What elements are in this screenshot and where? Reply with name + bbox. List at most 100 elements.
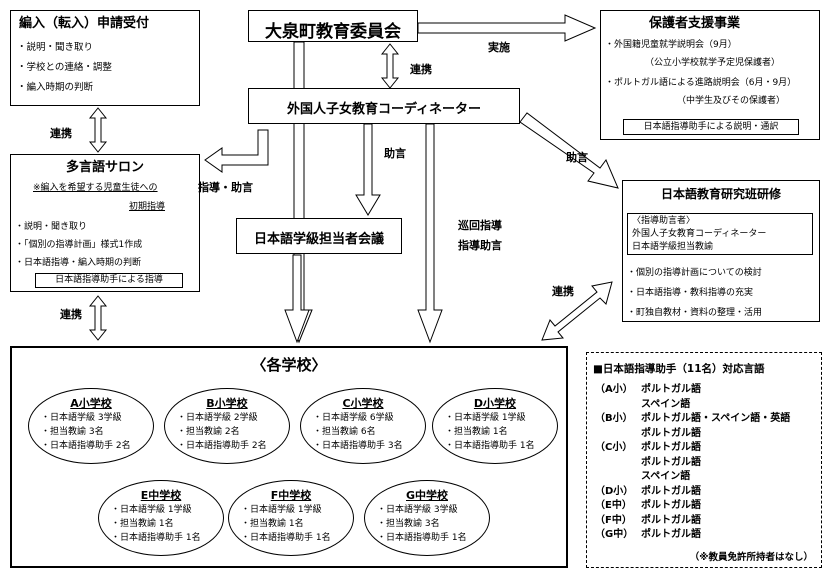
research-item: ・町独自教材・資料の整理・活用 (627, 308, 763, 318)
guardian-footer: 日本語指導助手による説明・通訳 (623, 119, 799, 135)
school-line: ・日本語指導助手 1名 (377, 533, 467, 543)
salon-footer: 日本語指導助手による指導 (35, 273, 183, 288)
school-line: ・担当教諭 3名 (41, 427, 104, 437)
research-advisor-box: 〈指導助言者〉 外国人子女教育コーディネーター 日本語学級担当教諭 (627, 213, 813, 255)
guardian-box: 保護者支援事業 ・外国籍児童就学説明会（9月） （公立小学校就学予定児保護者） … (600, 10, 820, 140)
research-item: ・個別の指導計画についての検討 (627, 268, 762, 278)
school-line: ・担当教諭 1名 (241, 519, 304, 529)
school-e: E中学校 ・日本語学級 1学級 ・担当教諭 1名 ・日本語指導助手 1名 (98, 480, 224, 556)
arrow-coordinator-to-schools (417, 123, 443, 344)
language-name: ポルトガル語 (641, 442, 701, 453)
schools-box: 〈各学校〉 A小学校 ・日本語学級 3学級 ・担当教諭 3名 ・日本語指導助手 … (10, 346, 568, 568)
research-advisor2: 日本語学級担当教諭 (632, 242, 714, 252)
languages-title: ■日本語指導助手（11名）対応言語 (593, 363, 765, 375)
salon-title: 多言語サロン (65, 160, 144, 175)
guardian-item1-sub: （公立小学校就学予定児保護者） (645, 58, 781, 68)
label-implement: 実施 (488, 41, 510, 54)
school-name: D小学校 (473, 397, 517, 410)
arrow-board-to-guardian (417, 14, 597, 42)
meeting-title: 日本語学級担当者会議 (253, 232, 384, 247)
language-school: （F中） (595, 514, 632, 526)
languages-note: （※教員免許所持者はなし） (689, 552, 813, 563)
language-school: （E中） (595, 500, 632, 511)
language-school: （B小） (595, 413, 633, 424)
language-name: ポルトガル語 (641, 514, 701, 526)
language-name: ポルトガル語 (641, 529, 701, 540)
salon-box: 多言語サロン ※編入を希望する児童生徒への 初期指導 ・説明・聞き取り ・「個別… (10, 154, 200, 292)
school-line: ・日本語学級 1学級 (111, 505, 192, 515)
schools-title: 〈各学校〉 (251, 356, 327, 374)
arrow-research-schools (541, 281, 613, 341)
label-coop-board: 連携 (410, 63, 432, 76)
arrow-coordinator-to-research (519, 112, 619, 189)
school-line: ・日本語指導助手 2名 (177, 441, 267, 451)
arrow-coordinator-to-salon (204, 129, 269, 173)
label-coop-left: 連携 (50, 127, 72, 140)
board-box: 大泉町教育委員会 (248, 10, 418, 42)
school-line: ・日本語指導助手 1名 (111, 533, 201, 543)
school-line: ・日本語学級 3学級 (41, 413, 122, 423)
school-f: F中学校 ・日本語学級 1学級 ・担当教諭 1名 ・日本語指導助手 1名 (228, 480, 354, 556)
research-box: 日本語教育研究班研修 〈指導助言者〉 外国人子女教育コーディネーター 日本語学級… (622, 180, 820, 322)
school-name: E中学校 (140, 489, 182, 502)
arrow-board-coordinator (380, 43, 400, 89)
label-patrol2: 指導助言 (458, 239, 502, 252)
guardian-item1: ・外国籍児童就学説明会（9月） (605, 40, 737, 50)
language-name: ポルトガル語 (641, 485, 701, 497)
language-name: ポルトガル語 (641, 427, 701, 439)
school-line: ・担当教諭 1名 (445, 427, 508, 437)
label-coop-salon: 連携 (60, 308, 82, 321)
language-name: ポルトガル語 (641, 384, 701, 395)
enrollment-box: 編入（転入）申請受付 ・説明・聞き取り ・学校との連絡・調整 ・編入時期の判断 (10, 10, 200, 106)
arrow-enrollment-salon (88, 107, 108, 153)
school-line: ・担当教諭 2名 (177, 427, 240, 437)
school-line: ・日本語指導助手 1名 (445, 441, 535, 451)
label-patrol1: 巡回指導 (458, 219, 502, 232)
enrollment-item: ・学校との連絡・調整 (17, 62, 112, 73)
research-title: 日本語教育研究班研修 (660, 187, 781, 201)
label-guidance-advice: 指導・助言 (198, 181, 253, 194)
school-name: B小学校 (206, 397, 248, 410)
school-line: ・担当教諭 3名 (377, 519, 440, 529)
arrow-meeting-to-schools (284, 254, 310, 344)
school-name: C小学校 (342, 397, 384, 410)
school-b: B小学校 ・日本語学級 2学級 ・担当教諭 2名 ・日本語指導助手 2名 (164, 388, 290, 464)
school-a: A小学校 ・日本語学級 3学級 ・担当教諭 3名 ・日本語指導助手 2名 (28, 388, 154, 464)
board-title: 大泉町教育委員会 (265, 22, 401, 42)
guardian-item2-sub: （中学生及びその保護者） (677, 96, 786, 106)
language-name: ポルトガル語 (641, 500, 701, 511)
coordinator-title: 外国人子女教育コーディネーター (286, 102, 482, 117)
enrollment-title: 編入（転入）申請受付 (19, 16, 150, 31)
salon-item: ・「個別の指導計画」様式1作成 (15, 240, 143, 250)
school-line: ・日本語指導助手 1名 (241, 533, 331, 543)
school-d: D小学校 ・日本語学級 1学級 ・担当教諭 1名 ・日本語指導助手 1名 (432, 388, 558, 464)
coordinator-box: 外国人子女教育コーディネーター (248, 88, 520, 124)
school-name: G中学校 (405, 489, 449, 502)
language-name: スペイン語 (641, 398, 691, 410)
school-line: ・日本語学級 1学級 (241, 505, 322, 515)
school-line: ・日本語学級 6学級 (313, 413, 394, 423)
salon-note2: 初期指導 (129, 202, 166, 212)
languages-box: ■日本語指導助手（11名）対応言語 （A小） ポルトガル語スペイン語 （B小） ポルト… (586, 352, 822, 568)
language-name: ポルトガル語・スペイン語・英語 (641, 413, 791, 424)
language-school: （A小） (595, 384, 633, 395)
research-item: ・日本語指導・教科指導の充実 (627, 288, 754, 298)
research-advisor1: 外国人子女教育コーディネーター (632, 229, 767, 239)
school-name: A小学校 (70, 397, 112, 410)
label-coop-research: 連携 (552, 285, 574, 298)
school-line: ・担当教諭 1名 (111, 519, 174, 529)
salon-note1: ※編入を希望する児童生徒への (33, 183, 158, 193)
language-school: （C小） (595, 442, 633, 453)
language-name: スペイン語 (641, 471, 691, 482)
salon-item: ・説明・聞き取り (15, 222, 88, 232)
label-advice-right: 助言 (566, 151, 588, 164)
language-school: （D小） (595, 485, 634, 497)
language-name: ポルトガル語 (641, 456, 701, 468)
arrow-coordinator-to-meeting (355, 123, 381, 216)
school-line: ・日本語学級 3学級 (377, 505, 458, 515)
school-line: ・日本語指導助手 2名 (41, 441, 131, 451)
language-school: （G中） (595, 529, 634, 540)
label-advice-mid: 助言 (384, 147, 406, 160)
school-line: ・日本語学級 2学級 (177, 413, 258, 423)
